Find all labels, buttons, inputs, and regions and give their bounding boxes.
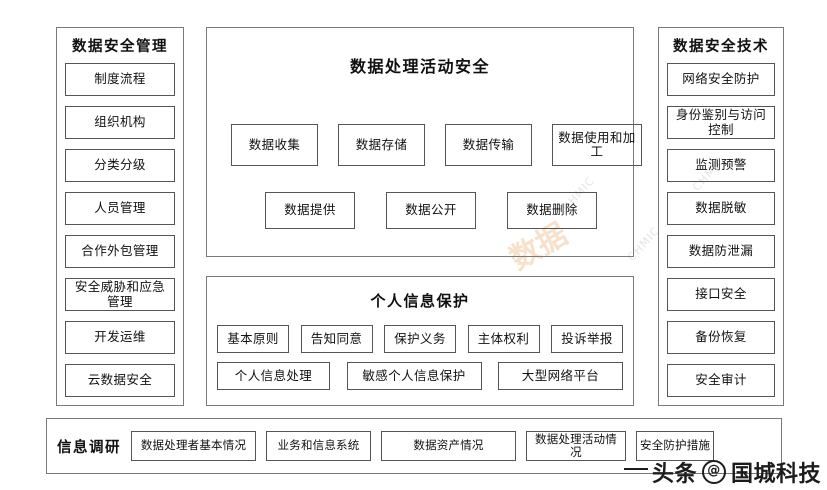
node-outsourcing-management[interactable]: 合作外包管理 [65,235,175,268]
data-security-management-panel: 数据安全管理 制度流程 组织机构 分类分级 人员管理 合作外包管理 安全威胁和应… [56,27,184,406]
node-data-masking[interactable]: 数据脱敏 [667,192,775,225]
node-network-security-protection[interactable]: 网络安全防护 [667,63,775,96]
data-security-technology-panel: 数据安全技术 网络安全防护 身份鉴别与访问控制 监测预警 数据脱敏 数据防泄漏 … [658,27,784,406]
node-devops[interactable]: 开发运维 [65,321,175,354]
node-backup-recovery[interactable]: 备份恢复 [667,321,775,354]
node-complaint-report[interactable]: 投诉举报 [551,325,623,353]
right-panel-title: 数据安全技术 [673,39,769,55]
personal-info-panel-title: 个人信息保护 [370,292,470,310]
node-interface-security[interactable]: 接口安全 [667,278,775,311]
node-processing-activity-status[interactable]: 数据处理活动情况 [526,431,626,461]
node-data-collection[interactable]: 数据收集 [231,124,318,166]
information-survey-label: 信息调研 [57,439,121,456]
node-monitoring-early-warning[interactable]: 监测预警 [667,149,775,182]
node-data-disclosure[interactable]: 数据公开 [386,192,476,229]
information-survey-row: 信息调研 数据处理者基本情况 业务和信息系统 数据资产情况 数据处理活动情况 安… [57,419,773,473]
node-system-process[interactable]: 制度流程 [65,63,175,96]
node-data-storage[interactable]: 数据存储 [338,124,425,166]
data-processing-panel-title: 数据处理活动安全 [349,57,490,76]
node-identity-access-control[interactable]: 身份鉴别与访问控制 [667,106,775,139]
node-organization[interactable]: 组织机构 [65,106,175,139]
node-personnel-management[interactable]: 人员管理 [65,192,175,225]
node-sensitive-personal-info[interactable]: 敏感个人信息保护 [346,362,482,390]
node-basic-principles[interactable]: 基本原则 [217,325,289,353]
data-processing-row-1: 数据收集 数据存储 数据传输 数据使用和加工 [231,124,642,166]
data-processing-activity-security-panel: 数据处理活动安全 数据收集 数据存储 数据传输 数据使用和加工 数据提供 数据公… [206,27,642,257]
node-threat-emergency-management[interactable]: 安全威胁和应急管理 [65,278,175,311]
information-survey-panel: 信息调研 数据处理者基本情况 业务和信息系统 数据资产情况 数据处理活动情况 安… [46,418,782,474]
node-processor-basic-info[interactable]: 数据处理者基本情况 [131,431,256,461]
node-business-info-systems[interactable]: 业务和信息系统 [266,431,371,461]
node-data-provision[interactable]: 数据提供 [265,192,355,229]
data-processing-row-2: 数据提供 数据公开 数据删除 [265,192,597,229]
node-data-use-processing[interactable]: 数据使用和加工 [552,124,642,166]
personal-info-row-1: 基本原则 告知同意 保护义务 主体权利 投诉举报 [217,325,623,353]
node-personal-info-processing[interactable]: 个人信息处理 [217,362,330,390]
node-notice-consent[interactable]: 告知同意 [300,325,373,353]
personal-info-row-2: 个人信息处理 敏感个人信息保护 大型网络平台 [217,362,623,390]
node-data-leak-prevention[interactable]: 数据防泄漏 [667,235,775,268]
node-data-asset-status[interactable]: 数据资产情况 [381,431,516,461]
node-data-deletion[interactable]: 数据删除 [507,192,597,229]
node-cloud-data-security[interactable]: 云数据安全 [65,364,175,397]
node-protection-duty[interactable]: 保护义务 [384,325,456,353]
node-security-audit[interactable]: 安全审计 [667,364,775,397]
personal-information-protection-panel: 个人信息保护 基本原则 告知同意 保护义务 主体权利 投诉举报 个人信息处理 敏… [206,276,634,406]
node-data-transmission[interactable]: 数据传输 [445,124,532,166]
left-panel-item-list: 制度流程 组织机构 分类分级 人员管理 合作外包管理 安全威胁和应急管理 开发运… [65,63,175,397]
node-large-network-platform[interactable]: 大型网络平台 [498,362,623,390]
node-subject-rights[interactable]: 主体权利 [467,325,540,353]
node-security-measures[interactable]: 安全防护措施 [636,431,715,461]
left-panel-title: 数据安全管理 [72,39,168,55]
node-classification-grading[interactable]: 分类分级 [65,149,175,182]
right-panel-item-list: 网络安全防护 身份鉴别与访问控制 监测预警 数据脱敏 数据防泄漏 接口安全 备份… [667,63,775,397]
